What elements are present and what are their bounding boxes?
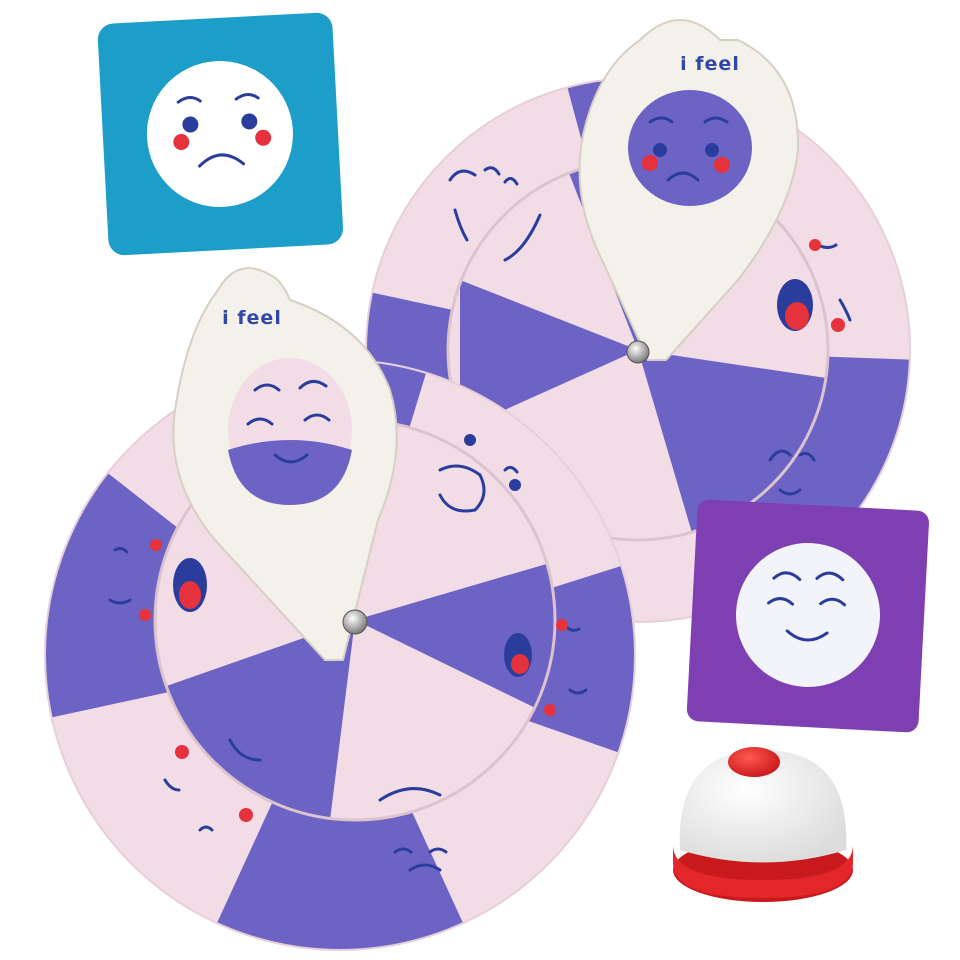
back-wheel-pointer[interactable]: i feel [578, 19, 800, 364]
emotion-card-sad[interactable] [97, 12, 344, 256]
front-wheel-face-marks [108, 464, 588, 872]
front-wheel-blush-marks [139, 434, 568, 822]
front-wheel-pin [342, 609, 368, 635]
front-pointer-label: i feel [222, 307, 282, 329]
back-wheel-blush-marks [777, 239, 845, 332]
emotion-card-shy-smile[interactable] [686, 499, 929, 733]
bell-button[interactable] [728, 747, 780, 777]
service-bell[interactable] [673, 747, 853, 902]
back-pointer-window [628, 90, 752, 206]
back-wheel-pin [626, 340, 650, 364]
back-pointer-label: i feel [680, 53, 740, 75]
back-wheel-face-marks [448, 166, 852, 496]
front-wheel-pointer[interactable]: i feel [172, 267, 398, 661]
front-pointer-window [228, 358, 352, 505]
